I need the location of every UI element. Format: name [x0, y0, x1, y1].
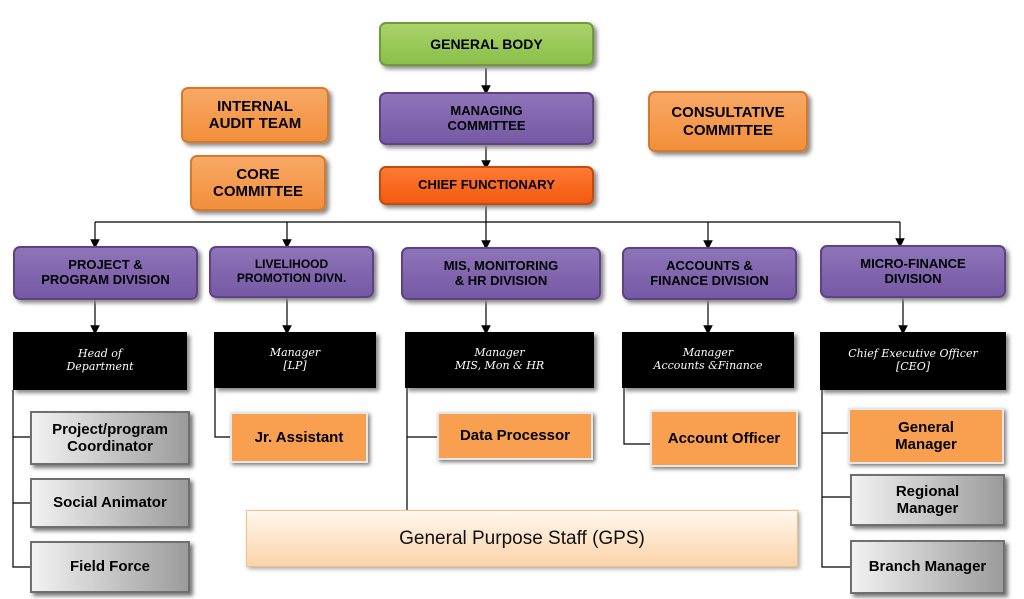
manager-accounts-finance: Manager Accounts &Finance: [622, 332, 794, 388]
internal-audit-team-box: INTERNAL AUDIT TEAM: [181, 87, 329, 143]
data-processor: Data Processor: [437, 412, 593, 460]
jr-assistant: Jr. Assistant: [230, 412, 368, 463]
field-force: Field Force: [30, 541, 190, 593]
division-livelihood: LIVELIHOOD PROMOTION DIVN.: [209, 246, 374, 298]
manager-mis-mon-hr: Manager MIS, Mon & HR: [405, 332, 594, 388]
managing-committee-box: MANAGING COMMITTEE: [379, 92, 594, 145]
division-accounts-finance: ACCOUNTS & FINANCE DIVISION: [622, 247, 797, 300]
chief-executive-officer: Chief Executive Officer [CEO]: [820, 332, 1006, 390]
core-committee-box: CORE COMMITTEE: [190, 155, 326, 211]
general-manager: General Manager: [848, 408, 1004, 464]
branch-manager: Branch Manager: [850, 540, 1005, 594]
project-program-coordinator: Project/program Coordinator: [30, 411, 190, 465]
division-project-program: PROJECT & PROGRAM DIVISION: [13, 246, 198, 300]
consultative-committee-box: CONSULTATIVE COMMITTEE: [648, 91, 808, 152]
general-body-box: GENERAL BODY: [379, 22, 594, 66]
division-mis-monitoring-hr: MIS, MONITORING & HR DIVISION: [401, 247, 601, 300]
social-animator: Social Animator: [30, 478, 190, 528]
regional-manager: Regional Manager: [850, 474, 1005, 526]
account-officer: Account Officer: [650, 410, 798, 467]
manager-lp: Manager [LP]: [214, 332, 376, 388]
division-micro-finance: MICRO-FINANCE DIVISION: [820, 245, 1006, 298]
chief-functionary-box: CHIEF FUNCTIONARY: [379, 166, 594, 205]
general-purpose-staff-bar: General Purpose Staff (GPS): [246, 510, 798, 567]
head-of-department: Head of Department: [13, 332, 187, 390]
